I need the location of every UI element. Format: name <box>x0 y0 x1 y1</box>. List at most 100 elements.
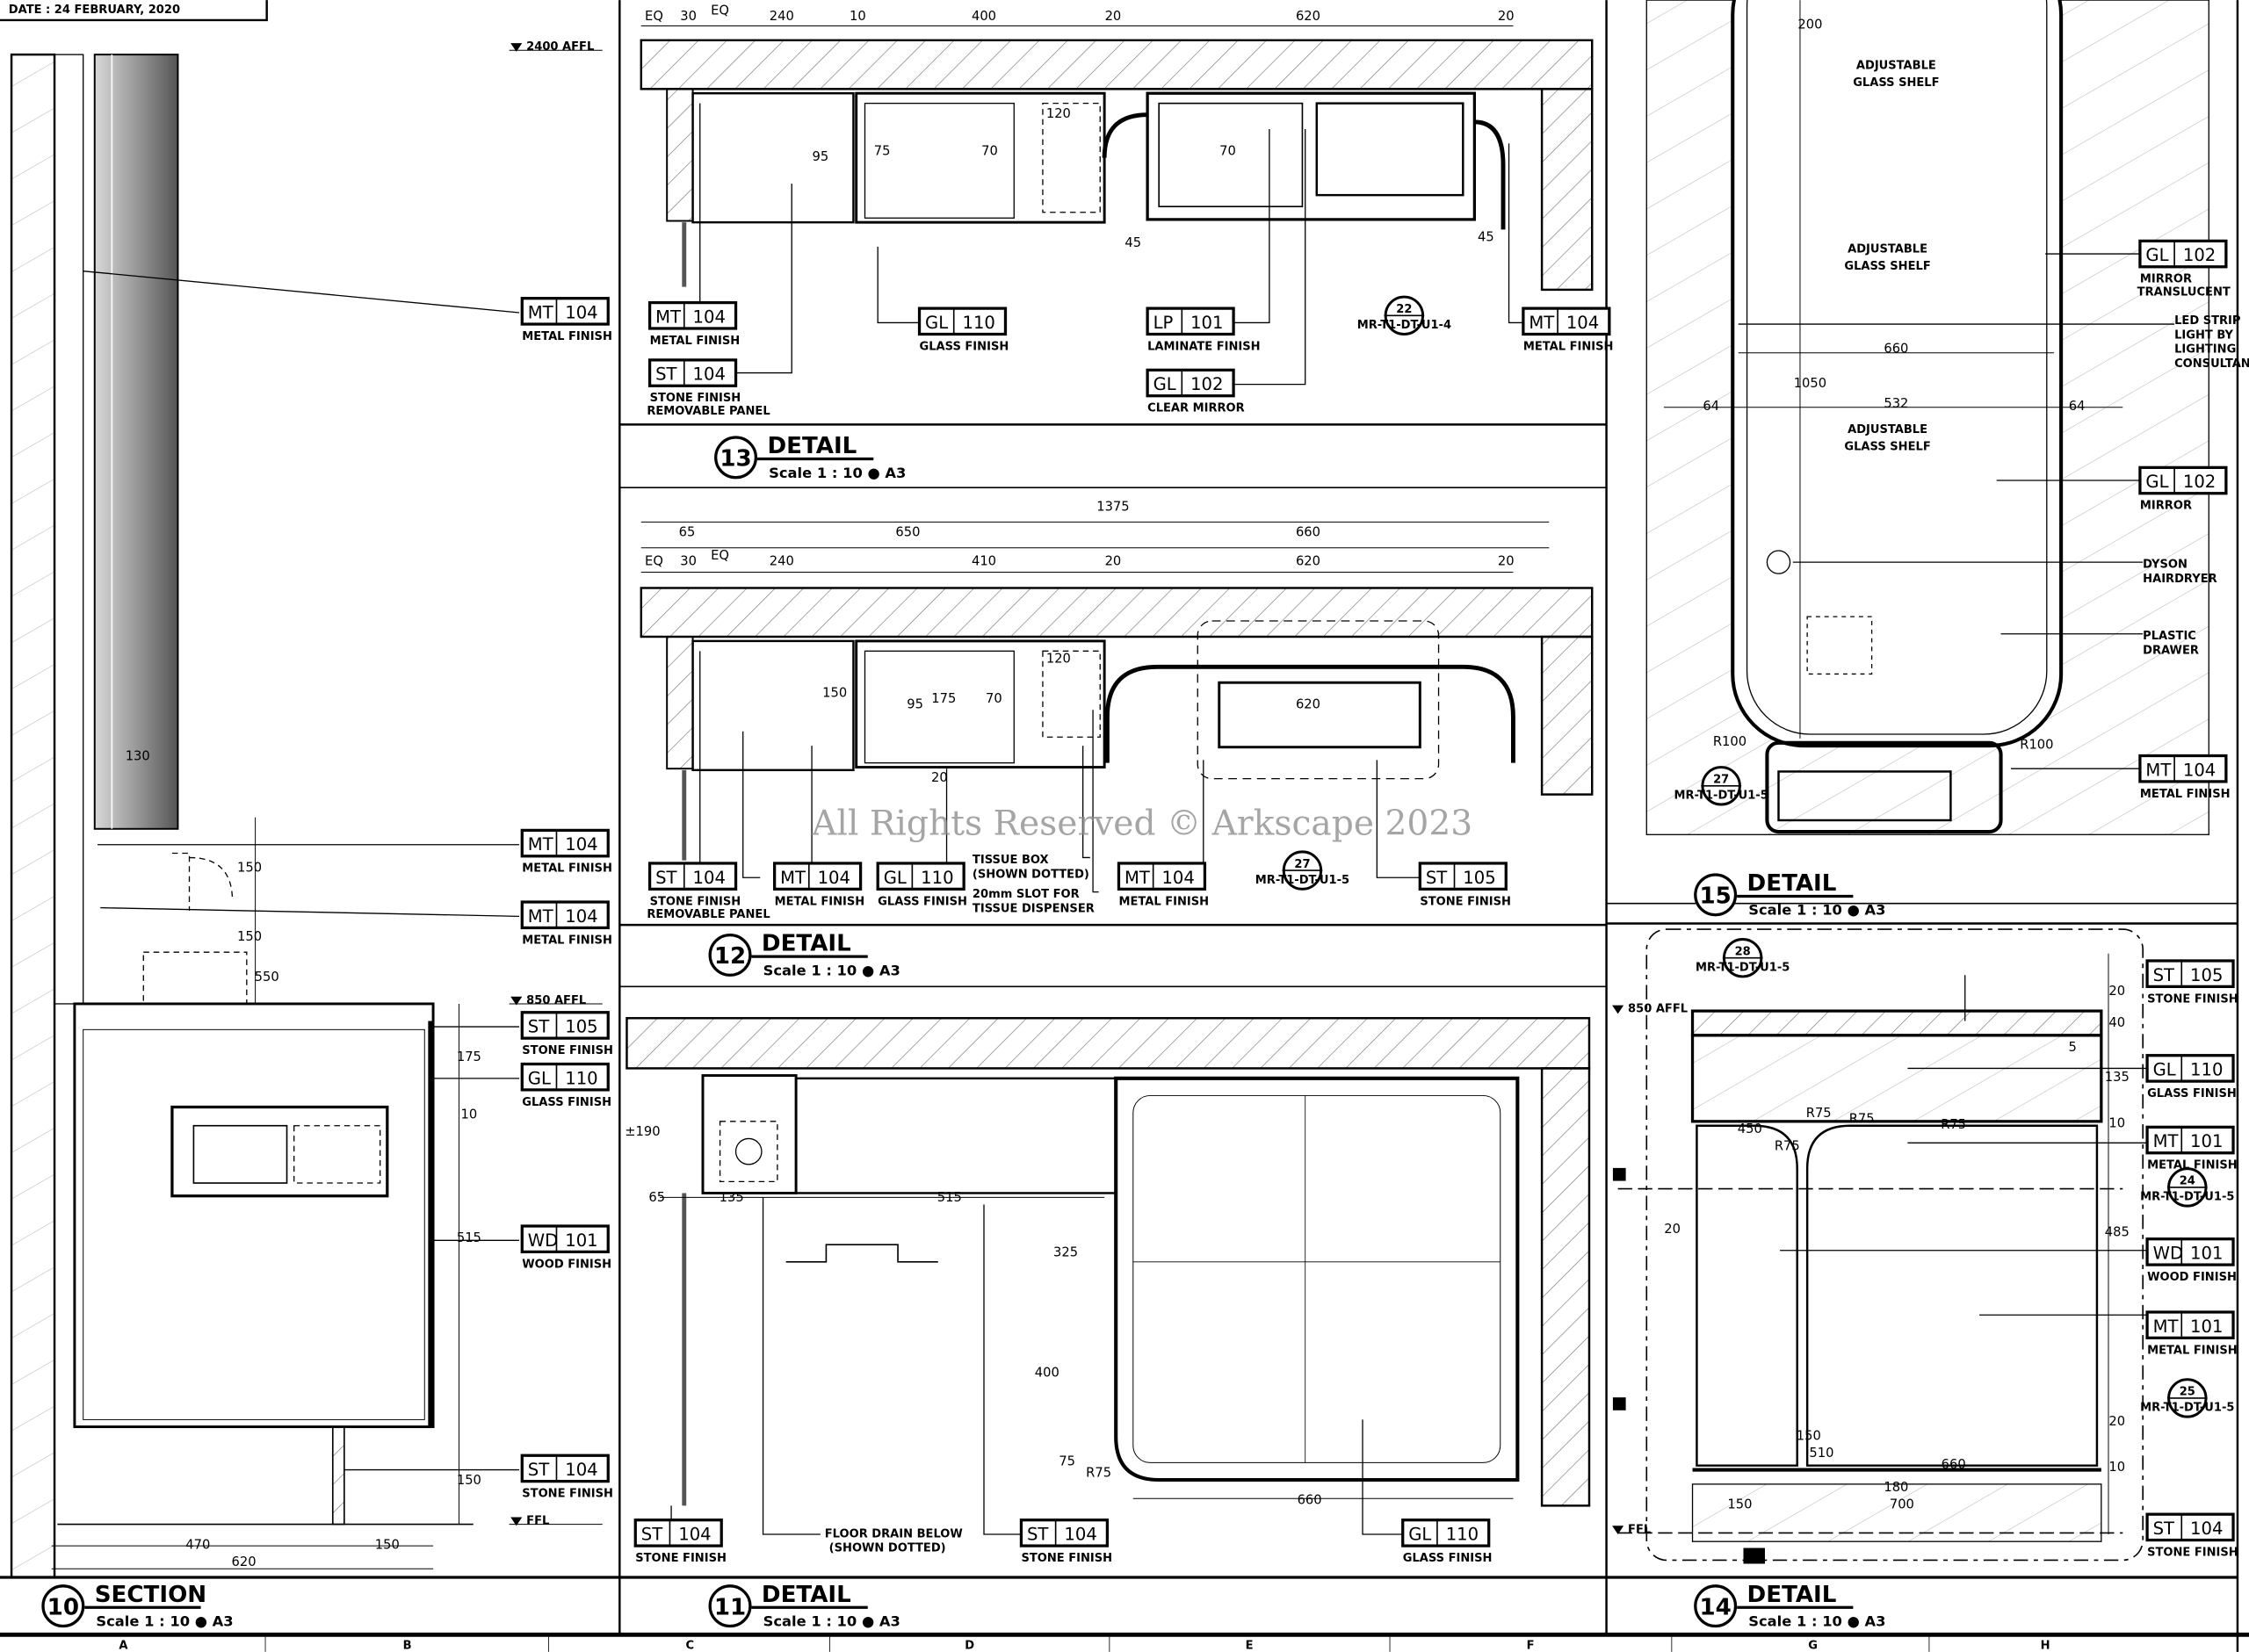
level-marker: 2400 AFFL <box>510 40 594 54</box>
view-scale: Scale 1 : 10 ● A3 <box>769 465 906 481</box>
dimension-value: 620 <box>1296 9 1320 24</box>
callout-reference: MR-T1-DT-U1-5 <box>1696 961 1790 974</box>
dimension-value: R75 <box>1849 1111 1875 1126</box>
note-text: (SHOWN DOTTED) <box>973 868 1089 881</box>
grid-letter: C <box>686 1640 695 1652</box>
note-text: 20mm SLOT FOR <box>973 888 1080 901</box>
dimension-value: 700 <box>1890 1497 1914 1512</box>
detail-11-drawing <box>626 1017 1591 1535</box>
view-scale: Scale 1 : 10 ● A3 <box>1748 1613 1885 1630</box>
tag-number: 102 <box>2183 472 2216 492</box>
note-text: DRAWER <box>2143 645 2199 658</box>
dimension-value: R75 <box>1775 1138 1800 1153</box>
dimension-value: EQ <box>711 548 729 563</box>
dimension-value: 10 <box>2108 1115 2125 1130</box>
dimension-value: 410 <box>972 553 996 568</box>
tag-code: MT <box>2145 760 2172 780</box>
view-name: DETAIL <box>767 433 857 459</box>
dimension-value: R100 <box>2020 737 2053 752</box>
view-scale: Scale 1 : 10 ● A3 <box>763 1613 900 1630</box>
dimension-value: 532 <box>1884 396 1908 411</box>
tag-code: ST <box>528 1017 550 1037</box>
dimension-value: 45 <box>1124 235 1141 250</box>
tag-label: STONE FINISH <box>1420 895 1511 908</box>
callout-reference: MR-T1-DT-U1-5 <box>1674 789 1768 802</box>
tag-label: STONE FINISH <box>522 1044 613 1057</box>
dimension-value: 150 <box>237 929 262 944</box>
view-number: 15 <box>1699 884 1731 910</box>
dimension-value: 40 <box>2108 1015 2125 1030</box>
dimension-value: 325 <box>1053 1244 1078 1259</box>
tag-code: ST <box>641 1525 663 1545</box>
note-text: GLASS SHELF <box>1844 441 1930 454</box>
dimension-value: 95 <box>813 149 829 164</box>
view-scale: Scale 1 : 10 ● A3 <box>763 962 900 978</box>
tag-code: GL <box>884 868 907 888</box>
tag-number: 104 <box>1064 1525 1096 1545</box>
dimension-value: 130 <box>126 748 150 763</box>
dimension-value: 510 <box>1809 1446 1833 1461</box>
note-text: LIGHT BY <box>2174 328 2233 342</box>
tag-number: 104 <box>818 868 850 888</box>
dimension-value: 150 <box>1797 1428 1821 1443</box>
view-number: 14 <box>1699 1594 1731 1620</box>
note-text: GLASS SHELF <box>1853 76 1939 90</box>
callout-number: 25 <box>2180 1386 2195 1399</box>
tag-label: GLASS FINISH <box>878 895 967 908</box>
tag-code: ST <box>655 868 677 888</box>
tag-label-secondary: REMOVABLE PANEL <box>647 908 770 921</box>
dimension-value: 70 <box>981 143 998 158</box>
dimension-value: 120 <box>1046 106 1071 121</box>
tag-number: 104 <box>565 834 597 855</box>
level-marker: FFL <box>1612 1523 1651 1536</box>
tag-code: MT <box>2153 1317 2180 1337</box>
level-label: 2400 AFFL <box>526 40 594 54</box>
tag-code: GL <box>2153 1060 2176 1080</box>
dimension-value: 135 <box>2105 1070 2130 1085</box>
dimension-value: 150 <box>457 1473 481 1488</box>
dimension-value: R75 <box>1941 1117 1966 1132</box>
detail-14-drawing <box>1612 928 2148 1564</box>
callout-reference: MR-T1-DT-U1-4 <box>1357 319 1451 332</box>
tag-code: LP <box>1153 313 1174 333</box>
note-text: ADJUSTABLE <box>1848 242 1927 256</box>
